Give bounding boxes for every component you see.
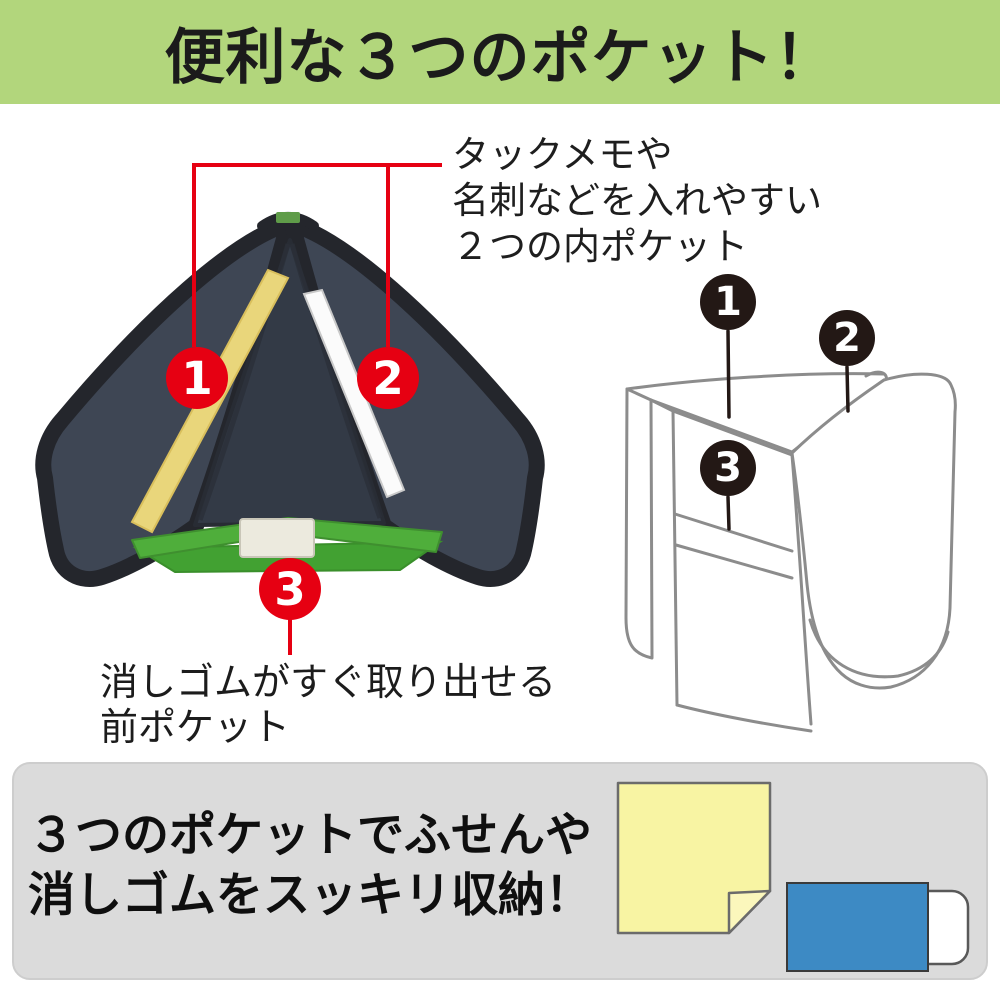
annotation-line-1: タックメモや	[452, 133, 673, 176]
annotation-line-3: ２つの内ポケット	[452, 225, 748, 268]
photo-marker-3: 3	[259, 558, 321, 620]
annotation-bracket-horizontal	[192, 163, 442, 167]
caption-line-2: 前ポケット	[100, 705, 291, 749]
photo-marker-2: 2	[357, 347, 419, 409]
photo-marker-3-label: 3	[274, 562, 306, 616]
card-in-pocket	[302, 288, 406, 499]
diagram-marker-1: 1	[700, 274, 756, 330]
summary-icons	[616, 781, 970, 972]
diagram-rim-inner	[649, 398, 794, 454]
diagram-front-right-edge	[790, 453, 813, 726]
front-pocket-caption: 消しゴムがすぐ取り出せる 前ポケット	[100, 660, 556, 750]
marker3-leader-line	[288, 618, 292, 655]
pouch-top-tab	[276, 212, 300, 223]
eraser-in-front-pocket	[239, 518, 315, 558]
product-photo	[35, 212, 545, 587]
diagram-right-flap	[790, 372, 957, 690]
diagram-flap-bottom-inner	[808, 618, 950, 679]
diagram-marker2-leader	[845, 365, 850, 413]
diagram-marker-2: 2	[819, 310, 875, 366]
annotation-line-2: 名刺などを入れやすい	[452, 179, 822, 222]
diagram-back-rim	[625, 372, 886, 391]
diagram-marker1-leader	[726, 329, 731, 419]
diagram-front-bottom	[675, 703, 813, 733]
diagram-front-top-edge	[671, 409, 794, 457]
photo-marker-2-label: 2	[372, 351, 404, 405]
page-title: 便利な３つのポケット！	[164, 22, 836, 93]
sticky-note-icon	[616, 781, 772, 935]
photo-marker-1-label: 1	[181, 351, 213, 405]
diagram-marker-1-label: 1	[714, 279, 742, 325]
diagram-left-strip-inner	[649, 398, 679, 707]
diagram-marker-3: 3	[700, 440, 756, 496]
summary-line-2: 消しゴムをスッキリ収納！	[28, 868, 592, 923]
diagram-marker-3-label: 3	[714, 445, 742, 491]
diagram-pocket-band-top	[673, 512, 794, 553]
summary-line-1: ３つのポケットでふせんや	[28, 808, 592, 863]
diagram-marker3-leader	[726, 495, 731, 531]
diagram-left-strip	[624, 387, 654, 660]
caption-line-1: 消しゴムがすぐ取り出せる	[100, 660, 557, 704]
inner-pockets-annotation: タックメモや 名刺などを入れやすい ２つの内ポケット	[452, 132, 822, 270]
pouch-crease-right	[289, 243, 383, 519]
annotation-bracket-left-drop	[192, 163, 196, 347]
header-banner: 便利な３つのポケット！	[0, 0, 1000, 104]
eraser-icon	[786, 882, 970, 972]
summary-text: ３つのポケットでふせんや 消しゴムをスッキリ収納！	[28, 806, 592, 926]
product-line-diagram	[624, 329, 957, 733]
diagram-pocket-band-bottom	[674, 543, 794, 580]
annotation-bracket-right-drop	[386, 163, 390, 347]
photo-marker-1: 1	[166, 347, 228, 409]
diagram-marker-2-label: 2	[833, 315, 861, 361]
